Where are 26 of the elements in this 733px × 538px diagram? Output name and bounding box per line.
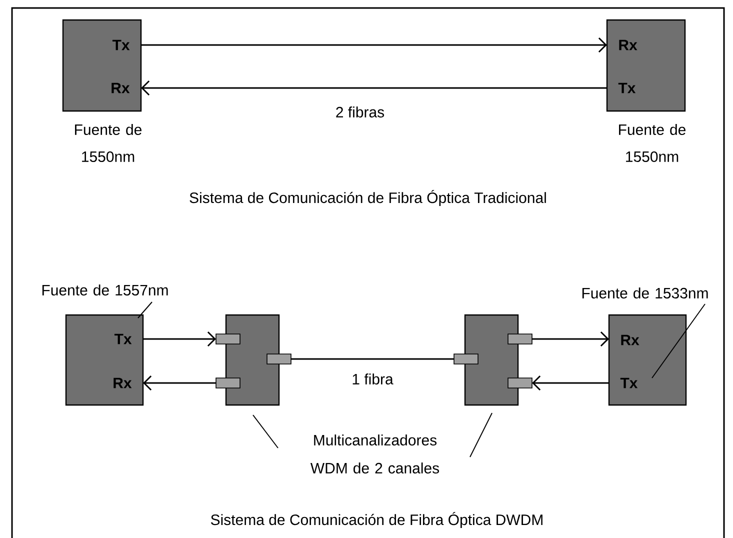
leader-line: [138, 302, 152, 318]
arrow: [532, 375, 609, 391]
arrow: [141, 37, 608, 53]
callout-text: Multicanalizadores WDM de 2 canales: [310, 434, 440, 474]
leader-line: [252, 414, 278, 448]
arrow: [143, 331, 216, 347]
source-box: Tx Rx: [62, 19, 142, 112]
source-box: Rx Tx: [606, 19, 686, 112]
arrow: [143, 375, 216, 391]
leader-line: [652, 304, 706, 378]
leader-line: [470, 412, 492, 458]
multiplexer-box: [216, 314, 292, 406]
multiplexer-box: [454, 314, 532, 406]
edge-label: 1 fibra: [350, 372, 394, 386]
source-caption: Fuente de 1550nm: [619, 124, 686, 162]
fiber-count-label: 2 fibras: [336, 106, 384, 118]
source-caption: Fuente de 1550nm: [75, 124, 142, 162]
caption: Sistema de Comunicación de Fibra Óptica Tradicional: [190, 190, 546, 206]
fiber-line: [291, 358, 454, 360]
caption: Sistema de Comunicación de Fibra Óptica DWDM: [210, 512, 542, 528]
arrow: [532, 331, 610, 347]
source-box: Tx Rx: [65, 314, 144, 406]
callout-text: Fuente de 1533nm: [582, 288, 708, 298]
arrow: [141, 80, 607, 96]
callout-text: Fuente de 1557nm: [42, 284, 168, 296]
source-box: Rx Tx: [608, 314, 687, 406]
